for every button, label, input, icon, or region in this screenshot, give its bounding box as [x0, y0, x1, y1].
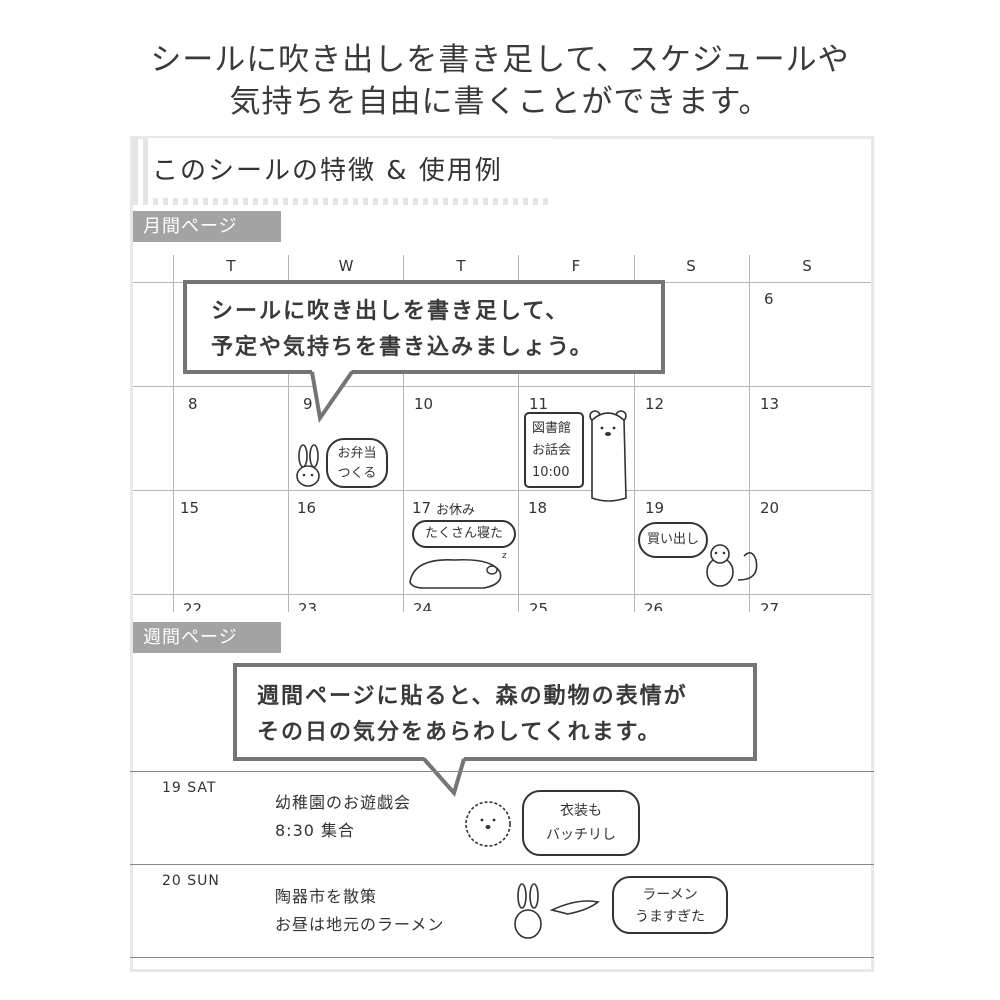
weekly-callout-tail [422, 757, 466, 798]
ramen-bubble: ラーメン うますぎた [612, 876, 728, 934]
intro-line-1: シールに吹き出しを書き足して、スケジュールや [150, 42, 850, 78]
library-note-line-2: お話会 [532, 443, 572, 458]
sat-notes: 幼稚園のお遊戯会 8:30 集合 [275, 789, 411, 845]
date-8: 8 [188, 395, 198, 413]
date-10: 10 [414, 395, 434, 413]
sun-note-2: お昼は地元のラーメン [275, 915, 445, 934]
bento-bubble: お弁当 つくる [326, 438, 388, 488]
library-note-line-1: 図書館 [532, 421, 572, 436]
header-sat: S [686, 257, 696, 275]
section-title: このシールの特徴 & 使用例 [148, 138, 552, 198]
date-26: 26 [644, 600, 664, 611]
day-label-sun: 20 SUN [162, 873, 220, 889]
monthly-callout: シールに吹き出しを書き足して、 予定や気持ちを書き込みましょう。 [183, 280, 665, 374]
weekly-callout-line-2: その日の気分をあらわしてくれます。 [257, 720, 662, 745]
sleep-bubble: たくさん寝た [412, 520, 516, 548]
intro-line-2: 気持ちを自由に書くことができます。 [229, 84, 771, 120]
monthly-callout-line-1: シールに吹き出しを書き足して、 [211, 299, 570, 324]
date-17: 17 [412, 499, 432, 517]
date-24: 24 [413, 600, 433, 611]
header-wed: W [338, 257, 354, 275]
library-note-line-3: 10:00 [532, 465, 570, 480]
shopping-bubble: 買い出し [638, 522, 708, 558]
week-divider-2 [130, 864, 874, 865]
date-6: 6 [764, 290, 774, 308]
squirrel-sticker-icon [706, 544, 758, 587]
date-23: 23 [298, 600, 318, 611]
sat-note-1: 幼稚園のお遊戯会 [275, 793, 412, 812]
weekly-page-tag: 週間ページ [133, 622, 281, 653]
header-thu: T [456, 257, 466, 275]
sleeping-pig-icon: z [409, 551, 507, 589]
bento-bubble-line-1: お弁当 [337, 446, 377, 461]
cut-off-week-row: 22 23 24 25 26 27 [133, 598, 871, 611]
svg-text:z: z [502, 551, 507, 561]
date-11: 11 [529, 395, 549, 413]
date-12: 12 [645, 395, 665, 413]
monthly-callout-tail [310, 370, 354, 424]
date-16: 16 [297, 499, 317, 517]
sun-notes: 陶器市を散策 お昼は地元のラーメン [275, 883, 444, 939]
ramen-bubble-line-2: うますぎた [635, 909, 705, 925]
date-13: 13 [760, 395, 780, 413]
costume-bubble: 衣装も バッチリし [522, 790, 640, 856]
hedgehog-sticker-icon [465, 801, 511, 847]
date-25: 25 [529, 600, 549, 611]
date-19: 19 [645, 499, 665, 517]
header-fri: F [571, 257, 581, 275]
ramen-bubble-line-1: ラーメン [642, 887, 698, 903]
rabbit-sticker-icon [296, 444, 320, 487]
date-22: 22 [183, 600, 203, 611]
weekly-callout-line-1: 週間ページに貼ると、森の動物の表情が [257, 684, 688, 709]
date-27: 27 [760, 600, 780, 611]
date-20: 20 [760, 499, 780, 517]
lying-rabbit-icon [514, 883, 600, 939]
costume-bubble-line-1: 衣装も [560, 803, 602, 819]
monthly-page-tag: 月間ページ [133, 211, 281, 242]
bear-sticker-icon [589, 410, 627, 502]
week-divider-1 [130, 771, 874, 772]
week-divider-3 [130, 957, 874, 958]
header-sun: S [802, 257, 812, 275]
weekly-callout: 週間ページに貼ると、森の動物の表情が その日の気分をあらわしてくれます。 [233, 663, 757, 761]
day-label-sat: 19 SAT [162, 780, 217, 796]
bento-bubble-line-2: つくる [337, 466, 377, 481]
costume-bubble-line-2: バッチリし [546, 827, 616, 843]
library-note: 図書館 お話会 10:00 [524, 412, 584, 488]
header-tue: T [226, 257, 236, 275]
sat-note-2: 8:30 集合 [275, 821, 356, 840]
date-18: 18 [528, 499, 548, 517]
monthly-callout-line-2: 予定や気持ちを書き込みましょう。 [211, 335, 594, 360]
holiday-note: お休み [436, 503, 476, 518]
date-9: 9 [303, 395, 313, 413]
sun-note-1: 陶器市を散策 [275, 887, 378, 906]
date-15: 15 [180, 499, 200, 517]
